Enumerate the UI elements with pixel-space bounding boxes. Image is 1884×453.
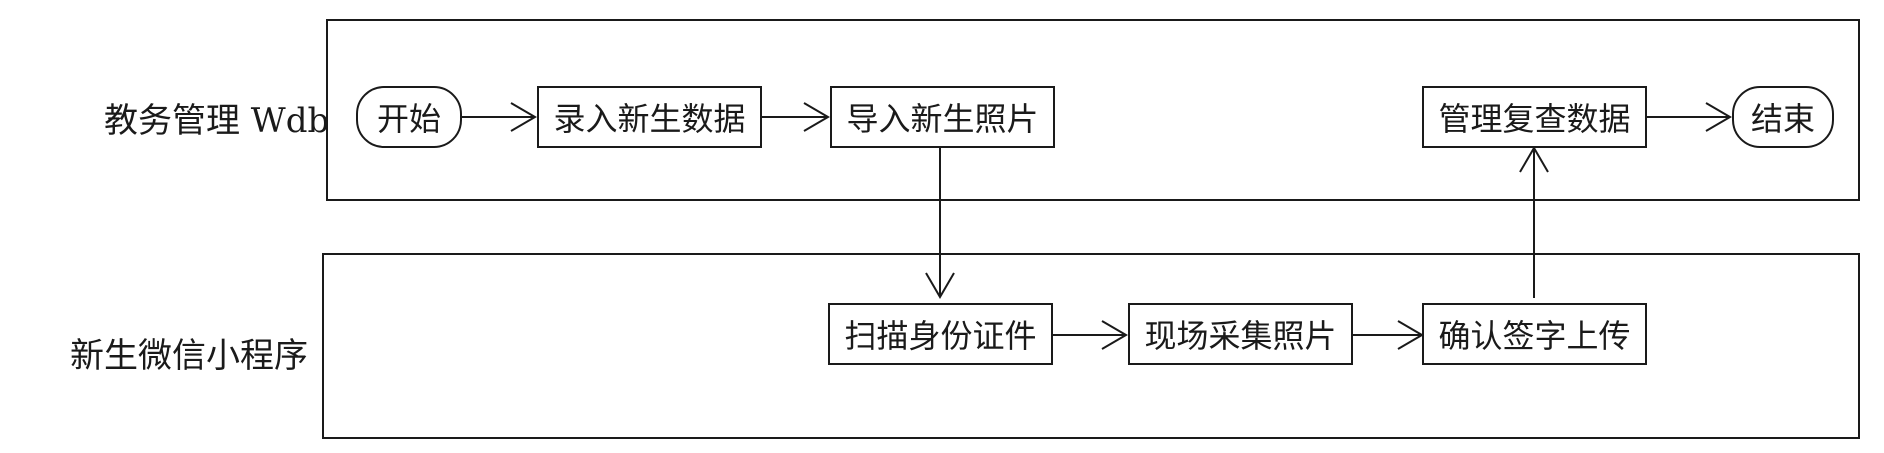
lane-jiaowu-border [326,19,1860,201]
lane-weixin-border [322,253,1860,439]
edge-start-to-enter-data [462,102,537,132]
edge-capture-photo-to-confirm-upload [1353,320,1424,350]
lane-label-weixin: 新生微信小程序 [70,336,308,376]
lane-label-jiaowu: 教务管理 Wdb [104,101,330,141]
node-import-photos: 导入新生照片 [830,86,1055,148]
node-enter-data: 录入新生数据 [537,86,762,148]
node-end: 结束 [1732,86,1834,148]
node-capture-photo: 现场采集照片 [1128,303,1353,365]
edge-enter-data-to-import-photos [762,102,830,132]
node-manage-review: 管理复查数据 [1422,86,1647,148]
edge-confirm-upload-to-manage-review [1519,146,1549,298]
edge-import-photos-to-scan-id [925,146,955,299]
node-start: 开始 [356,86,462,148]
edge-manage-review-to-end [1647,102,1732,132]
edge-scan-id-to-capture-photo [1053,320,1128,350]
node-scan-id: 扫描身份证件 [828,303,1053,365]
node-confirm-upload: 确认签字上传 [1422,303,1647,365]
